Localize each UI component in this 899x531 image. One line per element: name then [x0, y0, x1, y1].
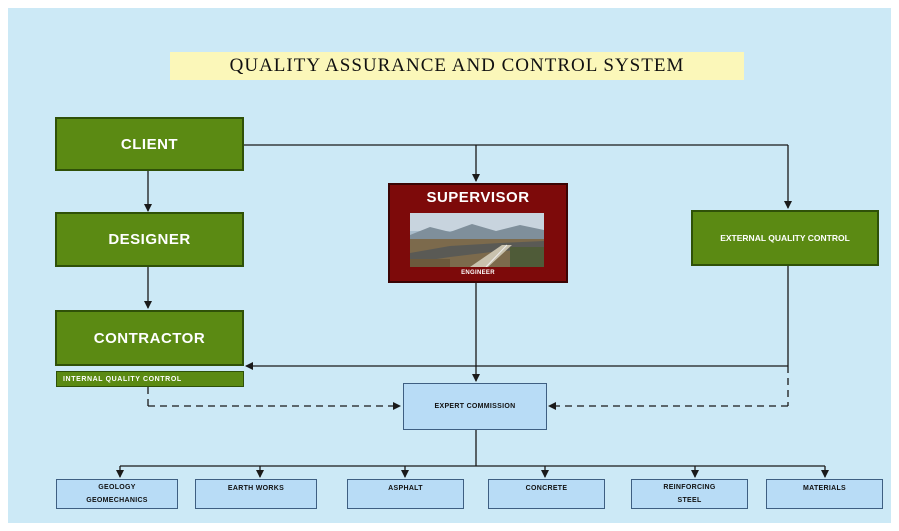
discipline-materials-box: MATERIALS — [766, 479, 883, 509]
discipline-line1: REINFORCING — [663, 484, 716, 491]
diagram-title: QUALITY ASSURANCE AND CONTROL SYSTEM — [170, 52, 744, 80]
engineer-label: ENGINEER — [461, 270, 495, 276]
discipline-line2: GEOMECHANICS — [86, 497, 148, 504]
supervisor-title: SUPERVISOR — [426, 189, 530, 206]
contractor-box: CONTRACTOR — [55, 310, 244, 366]
discipline-line1: MATERIALS — [802, 485, 846, 492]
discipline-line1: GEOLOGY — [98, 484, 136, 491]
discipline-earthworks-box: EARTH WORKS — [195, 479, 317, 509]
discipline-geology-box: GEOLOGY GEOMECHANICS — [56, 479, 178, 509]
designer-box: DESIGNER — [55, 212, 244, 267]
client-box: CLIENT — [55, 117, 244, 171]
supervisor-box: SUPERVISOR ENGINEER — [388, 183, 568, 283]
discipline-line2: STEEL — [677, 497, 702, 504]
discipline-reinforcing-steel-box: REINFORCING STEEL — [631, 479, 748, 509]
discipline-line1: EARTH WORKS — [227, 485, 285, 492]
internal-quality-control-label: INTERNAL QUALITY CONTROL — [56, 371, 244, 387]
discipline-line1: ASPHALT — [388, 485, 423, 492]
discipline-line1: CONCRETE — [525, 485, 568, 492]
external-quality-control-box: EXTERNAL QUALITY CONTROL — [691, 210, 879, 266]
discipline-asphalt-box: ASPHALT — [347, 479, 464, 509]
expert-commission-box: EXPERT COMMISSION — [403, 383, 547, 430]
highway-photo — [410, 213, 544, 267]
discipline-concrete-box: CONCRETE — [488, 479, 605, 509]
